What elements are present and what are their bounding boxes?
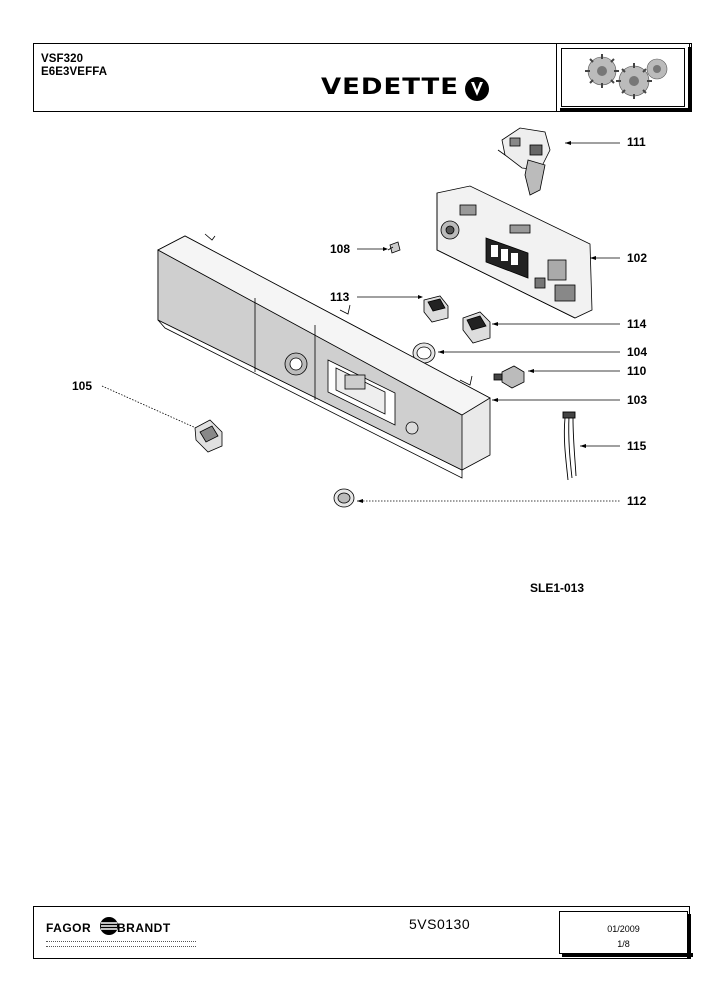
date-box-shadow-right [687, 914, 691, 959]
callout-114: 114 [627, 317, 647, 331]
product-thumbnail [561, 48, 685, 107]
page-number: 1/8 [617, 939, 630, 949]
footer-block: FAGOR BRANDT 5VS0130 01/2009 1/8 [33, 906, 693, 959]
leader-105 [101, 385, 197, 429]
date-page-box: 01/2009 1/8 [559, 911, 693, 959]
part-114-button [462, 311, 491, 344]
callout-103: 103 [627, 393, 648, 407]
callout-112: 112 [627, 494, 647, 508]
document-date: 01/2009 [607, 924, 640, 934]
part-108-clip [387, 241, 401, 254]
part-104-cap [412, 342, 436, 364]
brand-wordmark: VEDETTE [321, 74, 460, 100]
part-105-knob [194, 419, 223, 453]
callout-115: 115 [627, 439, 647, 453]
callout-105: 105 [72, 379, 93, 393]
gears-thumbnail-icon [585, 54, 668, 99]
sheet-code: SLE1-013 [530, 581, 585, 595]
callout-111: 111 [627, 135, 646, 149]
part-102-control-board [436, 185, 593, 319]
callout-113: 113 [330, 290, 350, 304]
callout-102: 102 [627, 251, 648, 265]
part-113-button [423, 295, 449, 323]
callout-104: 104 [627, 345, 648, 359]
part-110-connector [493, 365, 525, 389]
model-number: VSF320 [41, 53, 84, 65]
part-111-switch [497, 127, 551, 196]
leader-lines [101, 142, 620, 502]
part-103-control-panel [157, 233, 491, 479]
fagor-brandt-logo-icon [100, 917, 118, 935]
thumbnail-shadow-right [688, 47, 692, 111]
date-box-shadow-bottom [562, 953, 693, 957]
product-thumbnail-frame [556, 43, 692, 112]
manufacturer-tagline-rule [46, 941, 196, 947]
part-112-knob [333, 488, 355, 508]
thumbnail-shadow-bottom [560, 108, 691, 112]
exploded-parts-diagram [101, 127, 620, 508]
model-reference: E6E3VEFFA [41, 66, 108, 78]
brand-v-logo-icon [465, 77, 489, 101]
callout-110: 110 [627, 364, 647, 378]
callout-108: 108 [330, 242, 351, 256]
leader-arrowheads [357, 141, 596, 503]
part-115-wire-harness [562, 411, 577, 481]
header-block: VSF320 E6E3VEFFA VEDETTE [33, 43, 692, 112]
document-code: 5VS0130 [409, 916, 471, 932]
